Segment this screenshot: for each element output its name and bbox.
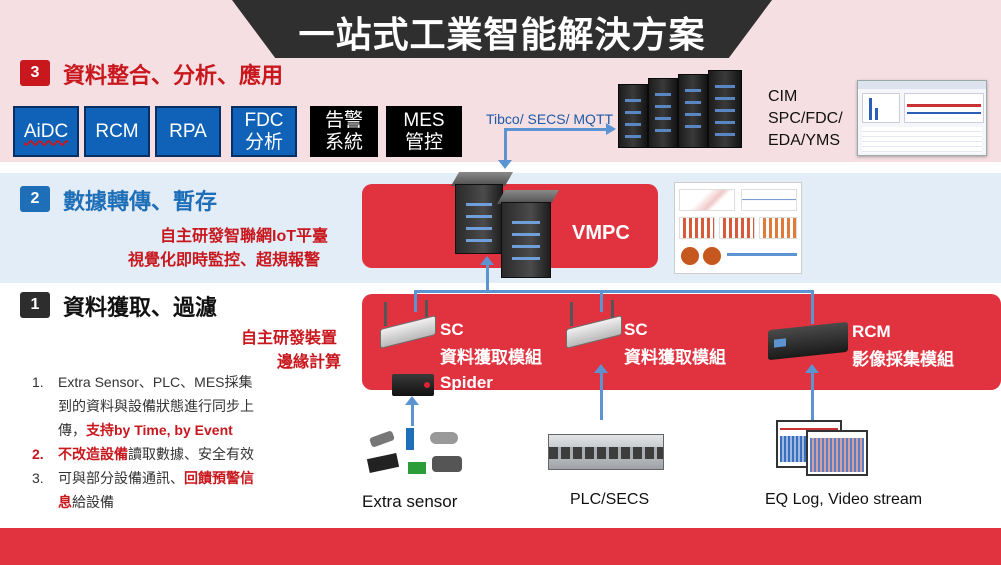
source-label-extra-sensor: Extra sensor: [362, 492, 458, 511]
device-bus-line: [414, 290, 813, 293]
protocol-label: Tibco/ SECS/ MQTT: [486, 111, 614, 127]
note-highlight: 支持by Time, by Event: [86, 422, 233, 438]
dashboard-thumbnail: [674, 182, 802, 274]
note-item-1: 1. Extra Sensor、PLC、MES採集: [32, 370, 292, 394]
systems-label: CIM SPC/FDC/ EDA/YMS: [768, 88, 843, 149]
antenna-icon: [425, 300, 428, 326]
note-text: 到的資料與設備狀態進行同步上: [58, 398, 254, 414]
app-tile-rcm[interactable]: RCM: [84, 106, 150, 157]
note-item-3-cont: 息給設備: [32, 490, 292, 514]
sc-module-title: SC: [440, 320, 464, 339]
note-item-1-cont: 到的資料與設備狀態進行同步上: [32, 394, 292, 418]
note-number: 1.: [32, 374, 44, 390]
connector-vmpc-to-layer3: [504, 130, 507, 162]
app-tile-label: RPA: [169, 120, 207, 142]
app-tile-rpa[interactable]: RPA: [155, 106, 221, 157]
connector-horizontal: [504, 128, 610, 131]
antenna-icon: [570, 302, 573, 326]
layer1-number: 1: [20, 292, 50, 318]
bottom-bar: [0, 528, 1001, 565]
spider-label: Spider: [440, 373, 493, 392]
arrow-up-icon: [405, 396, 419, 405]
layer1-desc-line1: 自主研發裝置: [241, 330, 338, 347]
bus-drop-line: [414, 290, 417, 312]
note-number: 3.: [32, 470, 44, 486]
antenna-icon: [611, 300, 614, 326]
app-tile-aidc[interactable]: AiDC: [13, 106, 79, 157]
rcm-module-title: RCM: [852, 322, 891, 341]
rcm-module-subtitle: 影像採集模組: [852, 350, 954, 369]
note-text: Extra Sensor、PLC、MES採集: [58, 374, 253, 390]
source-connector: [600, 370, 603, 420]
server-rack-icon: [618, 70, 758, 150]
source-label-eq: EQ Log, Video stream: [765, 491, 923, 508]
edge-devices-panel: [362, 294, 1001, 390]
title-banner: [232, 0, 772, 58]
arrow-up-icon: [594, 364, 608, 373]
spc-screenshot-thumbnail: [857, 80, 987, 156]
layer1-heading: 資料獲取、過濾: [63, 295, 218, 320]
note-text: 給設備: [72, 494, 114, 510]
feature-notes: 1.Extra Sensor、PLC、MES採集 到的資料與設備狀態進行同步上 …: [32, 370, 292, 514]
layer2-heading: 數據轉傳、暫存: [63, 189, 218, 214]
spider-device-icon: [392, 374, 434, 396]
bus-drop-line: [811, 290, 814, 324]
note-item-2: 2. 不改造設備讀取數據、安全有效: [32, 442, 292, 466]
note-text: 讀取數據、安全有效: [128, 446, 254, 462]
monitor-icon: [776, 420, 872, 482]
note-highlight: 回饋預警信: [184, 470, 254, 486]
arrow-up-icon: [805, 364, 819, 373]
source-connector: [811, 370, 814, 420]
sc-module-title: SC: [624, 320, 648, 339]
note-text: 可與部分設備通訊、: [58, 470, 184, 486]
arrow-down-icon: [498, 160, 512, 169]
arrow-up-icon: [480, 256, 494, 265]
plc-icon: [548, 434, 664, 470]
note-text: 傳，: [58, 422, 86, 438]
note-highlight: 不改造設備: [58, 446, 128, 462]
app-tile-mes[interactable]: MES 管控: [386, 106, 462, 157]
note-number: 2.: [32, 446, 44, 462]
vmpc-server-icon: [450, 172, 565, 282]
app-tile-fdc[interactable]: FDC 分析: [231, 106, 297, 157]
layer2-desc-line1: 自主研發智聯網IoT平臺: [160, 228, 328, 245]
source-connector: [411, 404, 414, 426]
app-tile-label: RCM: [95, 120, 139, 142]
app-tile-label: FDC 分析: [244, 109, 284, 153]
vmpc-label: VMPC: [572, 222, 630, 244]
arrow-right-icon: [606, 123, 616, 135]
sc-module-subtitle: 資料獲取模組: [440, 348, 542, 367]
app-tile-label: MES 管控: [403, 109, 445, 153]
page-title: 一站式工業智能解決方案: [298, 14, 706, 55]
layer1-desc-line2: 邊緣計算: [277, 354, 342, 371]
layer2-number: 2: [20, 186, 50, 212]
layer3-heading: 資料整合、分析、應用: [63, 63, 284, 88]
app-tile-label: AiDC: [23, 120, 69, 142]
note-highlight: 息: [58, 494, 72, 510]
bus-to-vmpc-line: [486, 262, 489, 292]
layer2-desc-line2: 視覺化即時監控、超規報警: [128, 252, 321, 269]
source-label-plc: PLC/SECS: [570, 491, 650, 508]
app-tile-alarm[interactable]: 告警 系統: [310, 106, 378, 157]
extra-sensor-icon: [366, 426, 470, 482]
note-item-3: 3. 可與部分設備通訊、回饋預警信: [32, 466, 292, 490]
bus-drop-line: [600, 290, 603, 312]
app-tile-label: 告警 系統: [324, 109, 363, 153]
note-item-1-cont: 傳，支持by Time, by Event: [32, 418, 292, 442]
layer3-number: 3: [20, 60, 50, 86]
antenna-icon: [384, 302, 387, 326]
sc-module-subtitle: 資料獲取模組: [624, 348, 726, 367]
